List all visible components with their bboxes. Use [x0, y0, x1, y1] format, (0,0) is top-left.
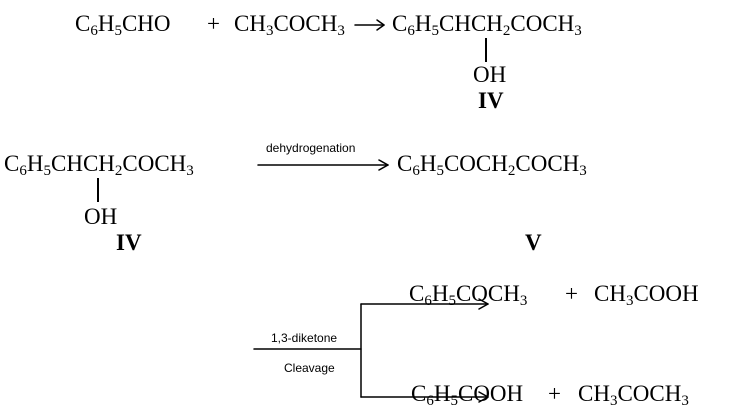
acetophenone-formula: C6H5COCH3 — [409, 281, 528, 309]
aldol-reactant-formula: C6H5CHCH2COCH3 — [4, 151, 194, 179]
dehydrogenation-label: dehydrogenation — [266, 141, 356, 155]
acetone-formula: CH3COCH3 — [234, 11, 345, 39]
compound-label-v: V — [525, 230, 542, 255]
cleavage-branch-arrow — [253, 298, 489, 403]
cleavage-label: Cleavage — [284, 361, 335, 375]
dehydrogenation-arrow — [257, 159, 389, 171]
acetone-product-formula: CH3COCH3 — [578, 381, 689, 409]
diketone-cleavage-label: 1,3-diketone — [271, 331, 338, 345]
diketone-formula: C6H5COCH2COCH3 — [397, 151, 587, 179]
compound-label-iv-2: IV — [116, 230, 142, 255]
aldol-product-formula: C6H5CHCH2COCH3 — [392, 11, 582, 39]
hydroxyl-bond-2 — [97, 178, 99, 202]
compound-label-iv-1: IV — [478, 88, 504, 113]
plus-sign-1: + — [207, 11, 220, 36]
plus-sign-2: + — [565, 281, 578, 306]
benzoic-acid-formula: C6H5COOH — [411, 381, 524, 409]
benzaldehyde-formula: C6H5CHO — [75, 11, 171, 39]
hydroxyl-bond-1 — [485, 38, 487, 62]
acetic-acid-formula: CH3COOH — [594, 281, 699, 309]
plus-sign-3: + — [548, 381, 561, 406]
hydroxyl-group-2: OH — [84, 204, 118, 229]
hydroxyl-group-1: OH — [473, 62, 507, 87]
reaction-arrow-1 — [354, 19, 385, 31]
